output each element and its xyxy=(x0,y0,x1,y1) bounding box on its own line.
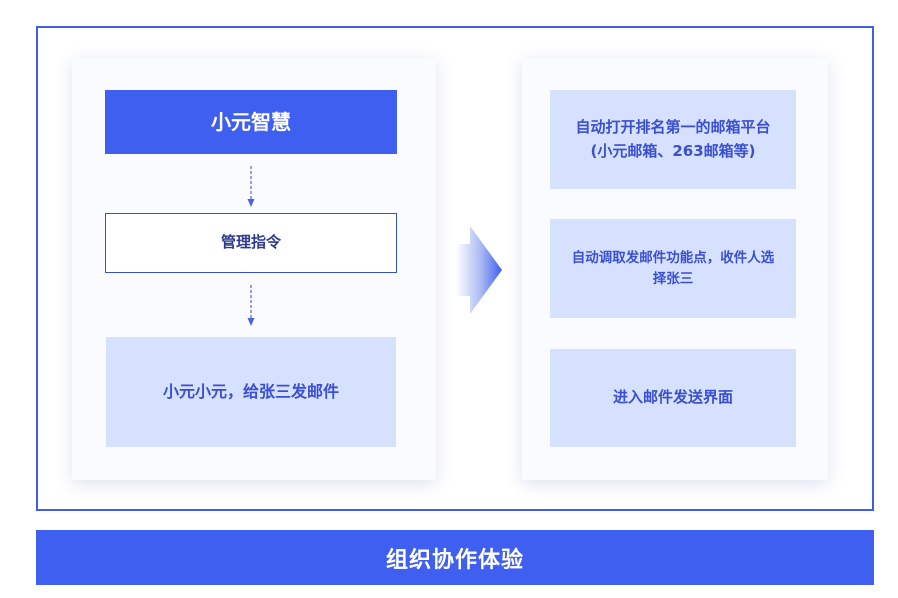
step-box-2: 自动调取发邮件功能点，收件人选 择张三 xyxy=(550,219,796,318)
step-3-line-1: 进入邮件发送界面 xyxy=(612,388,733,407)
flow-arrow-right-icon xyxy=(456,226,502,314)
title-box: 小元智慧 xyxy=(105,90,397,154)
step-1-line-1: 自动打开排名第一的邮箱平台 xyxy=(575,118,771,137)
command-box: 管理指令 xyxy=(105,213,397,273)
step-box-3: 进入邮件发送界面 xyxy=(550,349,796,447)
dashed-arrow-down-icon xyxy=(247,166,255,207)
speech-box-label: 小元小元，给张三发邮件 xyxy=(162,381,339,401)
speech-box: 小元小元，给张三发邮件 xyxy=(106,337,396,447)
step-box-1: 自动打开排名第一的邮箱平台 (小元邮箱、263邮箱等) xyxy=(550,90,796,189)
footer-banner: 组织协作体验 xyxy=(36,530,874,585)
step-2-line-2: 择张三 xyxy=(652,270,694,287)
command-box-label: 管理指令 xyxy=(220,233,281,252)
title-box-label: 小元智慧 xyxy=(211,109,291,134)
step-1-line-2: (小元邮箱、263邮箱等) xyxy=(590,141,756,160)
step-2-line-1: 自动调取发邮件功能点，收件人选 xyxy=(571,249,775,266)
footer-banner-label: 组织协作体验 xyxy=(385,547,524,573)
dashed-arrow-down-icon xyxy=(247,285,255,326)
